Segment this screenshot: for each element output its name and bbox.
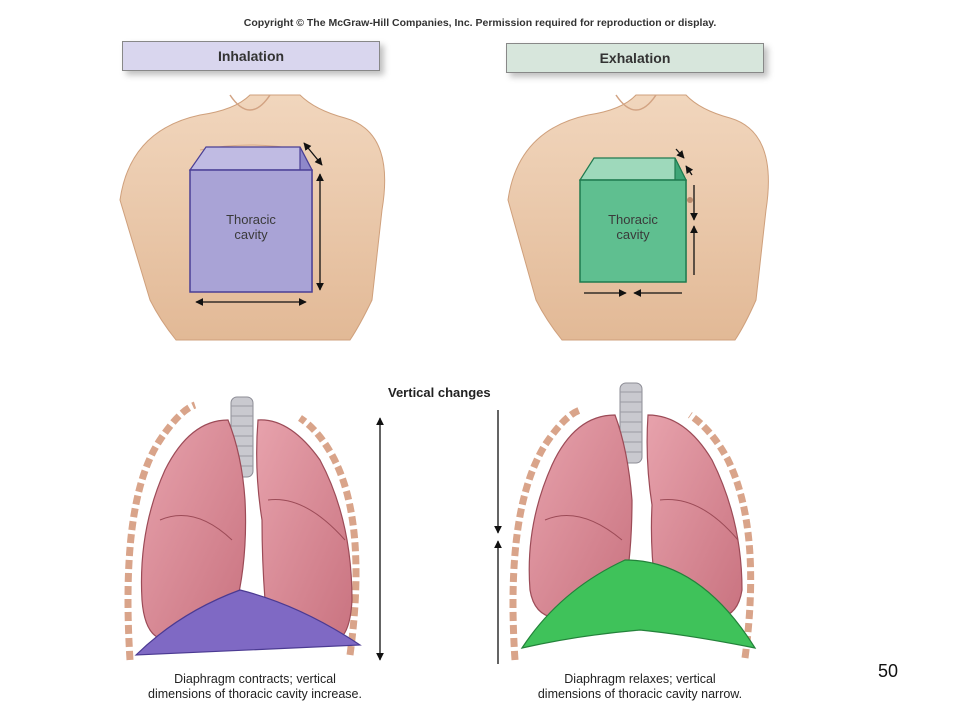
exhalation-box-label-line2: cavity (616, 227, 650, 242)
inhalation-box-label-line1: Thoracic (226, 212, 276, 227)
exhalation-lungs (509, 382, 757, 661)
copyright-notice: Copyright © The McGraw-Hill Companies, I… (243, 17, 717, 29)
exhalation-thoracic-box (578, 157, 687, 283)
inhalation-caption-line1: Diaphragm contracts; vertical (174, 672, 336, 686)
exhalation-caption: Diaphragm relaxes; vertical dimensions o… (500, 672, 780, 702)
exhalation-box-label-line1: Thoracic (608, 212, 658, 227)
exhalation-box-label: Thoracic cavity (580, 212, 686, 242)
inhalation-lungs (124, 396, 362, 661)
inhalation-header: Inhalation (122, 41, 380, 71)
vertical-change-arrows (376, 410, 502, 664)
exhalation-caption-line1: Diaphragm relaxes; vertical (564, 672, 716, 686)
inhalation-caption: Diaphragm contracts; vertical dimensions… (110, 672, 400, 702)
inhalation-dimension-arrows (195, 142, 324, 306)
page-number: 50 (878, 661, 899, 681)
inhalation-box-label-line2: cavity (234, 227, 268, 242)
vertical-changes-label: Vertical changes (388, 385, 491, 400)
exhalation-dimension-arrows (584, 148, 698, 297)
inhalation-box-label: Thoracic cavity (190, 212, 312, 242)
inhalation-caption-line2: dimensions of thoracic cavity increase. (148, 687, 362, 701)
exhalation-caption-line2: dimensions of thoracic cavity narrow. (537, 687, 743, 701)
exhalation-header: Exhalation (506, 43, 764, 73)
